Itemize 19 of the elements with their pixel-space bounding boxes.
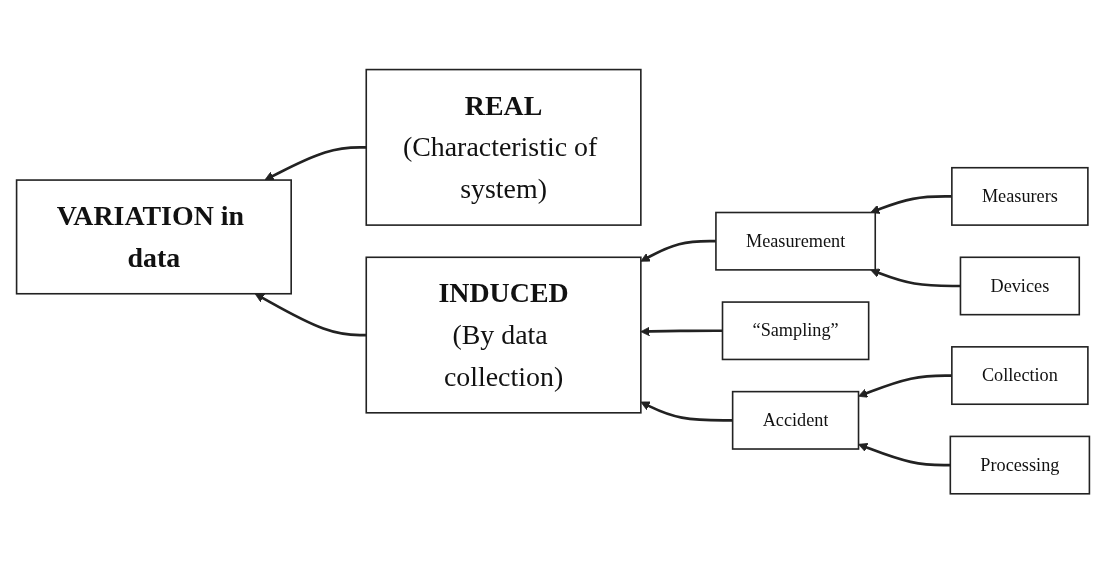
arrow bbox=[640, 326, 723, 336]
node-box: VARIATION in data bbox=[15, 179, 292, 295]
node-box: Measurement bbox=[715, 211, 877, 271]
arrow bbox=[858, 442, 951, 467]
node-box: REAL (Characteristic of system) bbox=[365, 68, 642, 226]
arrow bbox=[254, 293, 367, 337]
arrow bbox=[858, 374, 952, 398]
node-box: Processing bbox=[949, 435, 1091, 495]
node-box: Collection bbox=[951, 345, 1089, 405]
node-box: “Sampling” bbox=[721, 301, 870, 361]
node-box: Accident bbox=[731, 390, 860, 450]
arrow bbox=[640, 401, 733, 422]
node-box: Measurers bbox=[951, 166, 1089, 226]
arrow bbox=[264, 145, 367, 181]
arrow bbox=[870, 268, 961, 288]
arrow bbox=[870, 194, 952, 214]
node-box: Devices bbox=[959, 256, 1081, 316]
arrow bbox=[640, 239, 716, 262]
node-box: INDUCED (By data collection) bbox=[365, 256, 642, 414]
